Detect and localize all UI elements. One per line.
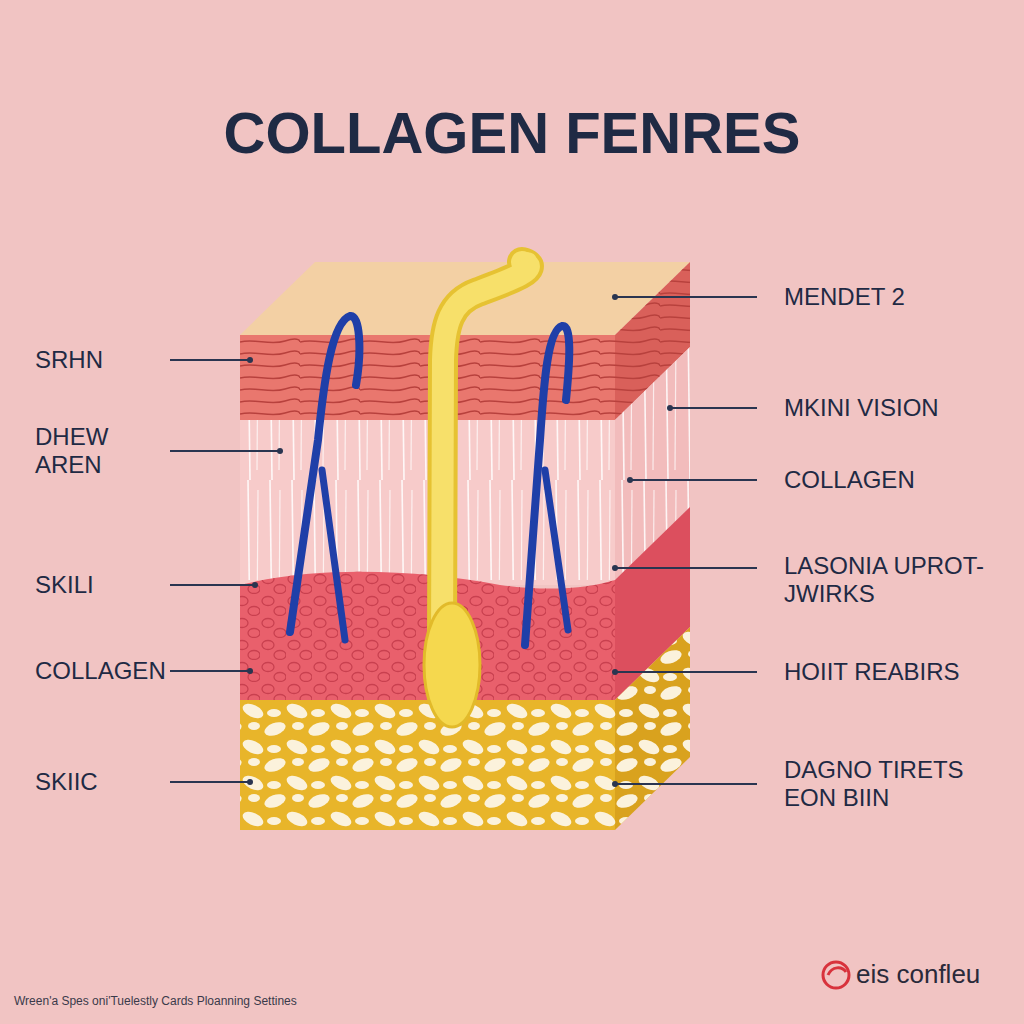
layer-label: HOIIT REABIRS <box>784 658 1014 686</box>
leader-lines <box>170 297 757 784</box>
diagram-title: COLLAGEN FENRES <box>0 100 1024 167</box>
footer-note: Wreen'a Spes oni'Tuelestly Cards Ploanni… <box>14 995 297 1009</box>
layer-label: MENDET 2 <box>784 283 1014 311</box>
layer-label: SRHN <box>35 346 165 374</box>
layer-label: SKIIC <box>35 768 165 796</box>
logo-text: eis confleu <box>856 960 1016 990</box>
layer-label: LASONIA UPROT- JWIRKS <box>784 552 1014 607</box>
layer-label: DAGNO TIRETS EON BIIN <box>784 756 974 811</box>
layer-label: DHEW AREN <box>35 423 135 478</box>
layer-label: MKINI VISION <box>784 394 1014 422</box>
layer-label: SKILI <box>35 571 165 599</box>
logo-icon <box>823 962 849 988</box>
layer-label: COLLAGEN <box>35 657 165 685</box>
layer-label: COLLAGEN <box>784 466 1014 494</box>
